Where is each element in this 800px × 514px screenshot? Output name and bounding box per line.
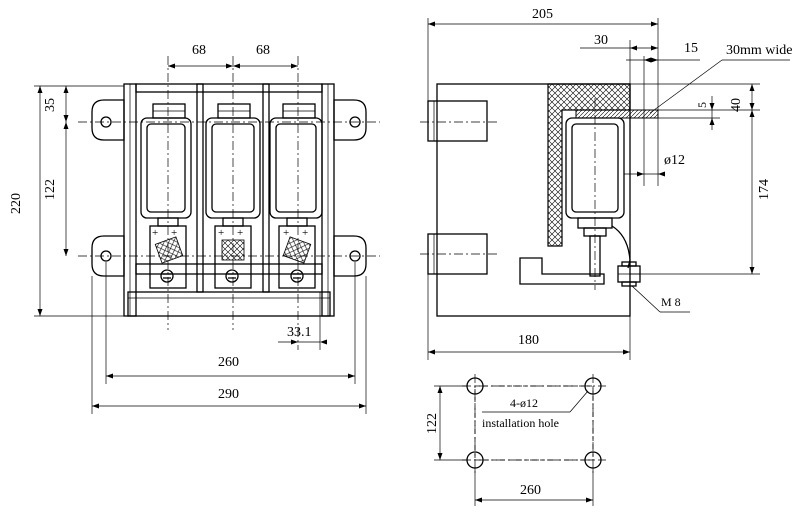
- label-m8: M 8: [661, 295, 681, 309]
- dim-260-mount: 260: [520, 483, 541, 498]
- svg-text:+: +: [302, 227, 308, 239]
- separator-2: [262, 83, 270, 293]
- side-body: [436, 83, 631, 317]
- svg-text:+: +: [283, 227, 289, 239]
- dim-260-front: 260: [218, 355, 239, 370]
- base-plate: [127, 291, 331, 317]
- top-bar: [135, 83, 323, 93]
- dim-5: 5: [695, 102, 709, 108]
- dim-68-right: 68: [256, 43, 270, 58]
- mount-view: 4-ø12 installation hole 122 260: [425, 374, 606, 506]
- label-installation-hole: installation hole: [482, 416, 559, 430]
- svg-text:+: +: [218, 227, 224, 239]
- dim-68-left: 68: [192, 43, 206, 58]
- terminal-bar: [575, 109, 659, 119]
- front-view: + + + + + +: [9, 43, 380, 414]
- label-30mm-wide: 30mm wide: [726, 43, 793, 58]
- dim-phi12: ø12: [664, 153, 685, 168]
- dim-122-mount: 122: [425, 413, 440, 434]
- pole-1: + +: [140, 103, 192, 289]
- dim-30: 30: [594, 33, 608, 48]
- label-4-phi12: 4-ø12: [510, 396, 538, 410]
- dim-220: 220: [9, 193, 24, 214]
- dim-33-1: 33.1: [287, 325, 312, 340]
- right-ears: [333, 99, 367, 277]
- left-ears: [91, 99, 125, 277]
- pole-3: + +: [269, 103, 323, 289]
- dim-180: 180: [518, 333, 539, 348]
- dim-122: 122: [43, 179, 58, 200]
- dim-290: 290: [218, 387, 239, 402]
- dim-205: 205: [532, 7, 553, 22]
- dim-35: 35: [43, 98, 58, 112]
- svg-text:+: +: [152, 227, 158, 239]
- side-view: 205 30 15 30mm wide 5 40 ø12: [420, 7, 793, 360]
- dim-174: 174: [757, 179, 772, 200]
- separator-1: [196, 83, 204, 293]
- dim-15: 15: [684, 41, 698, 56]
- svg-text:+: +: [237, 227, 243, 239]
- dim-40: 40: [729, 98, 744, 112]
- svg-text:+: +: [171, 227, 177, 239]
